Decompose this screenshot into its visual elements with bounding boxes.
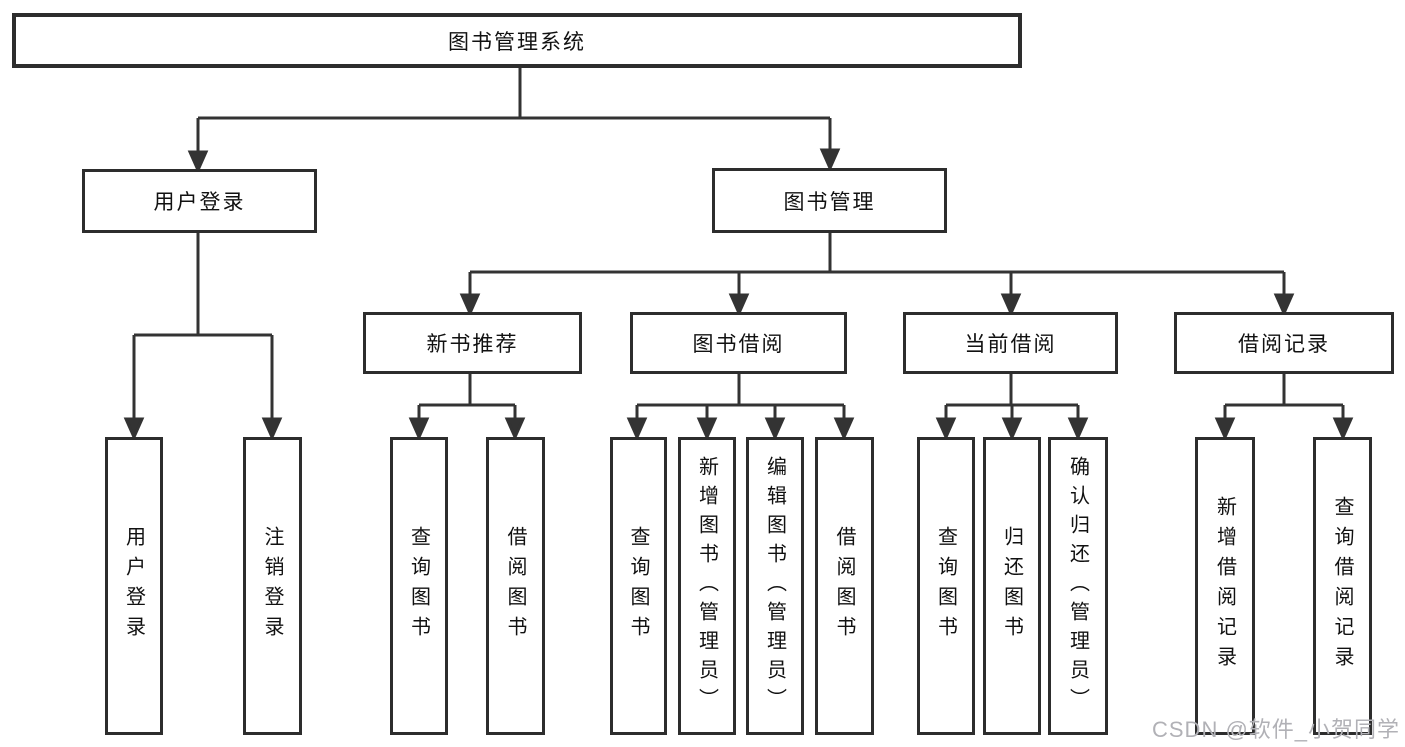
node-add-books-admin: 新增图书（管理员） [678,437,736,735]
node-user-login-leaf: 用户登录 [105,437,163,735]
node-book-borrowing: 图书借阅 [630,312,847,374]
node-add-borrow-record: 新增借阅记录 [1195,437,1255,735]
node-query-books-cb: 查询图书 [917,437,975,735]
node-edit-books-admin: 编辑图书（管理员） [746,437,804,735]
arrowheads [123,118,1354,441]
node-root: 图书管理系统 [12,13,1022,68]
node-book-management-branch: 图书管理 [712,168,947,233]
node-borrow-records: 借阅记录 [1174,312,1394,374]
csdn-watermark: CSDN @软件_小贺同学 [1152,717,1401,742]
node-new-book-recommend: 新书推荐 [363,312,582,374]
tree-edges [134,68,1343,407]
node-borrow-books-bb: 借阅图书 [815,437,874,735]
node-query-books-bb: 查询图书 [610,437,667,735]
node-current-borrowing: 当前借阅 [903,312,1118,374]
node-query-books-nb: 查询图书 [390,437,448,735]
node-user-login-branch: 用户登录 [82,169,317,233]
node-return-books: 归还图书 [983,437,1041,735]
node-confirm-return-admin: 确认归还（管理员） [1048,437,1108,735]
node-logout-leaf: 注销登录 [243,437,302,735]
node-query-borrow-record: 查询借阅记录 [1313,437,1372,735]
node-borrow-books-nb: 借阅图书 [486,437,545,735]
